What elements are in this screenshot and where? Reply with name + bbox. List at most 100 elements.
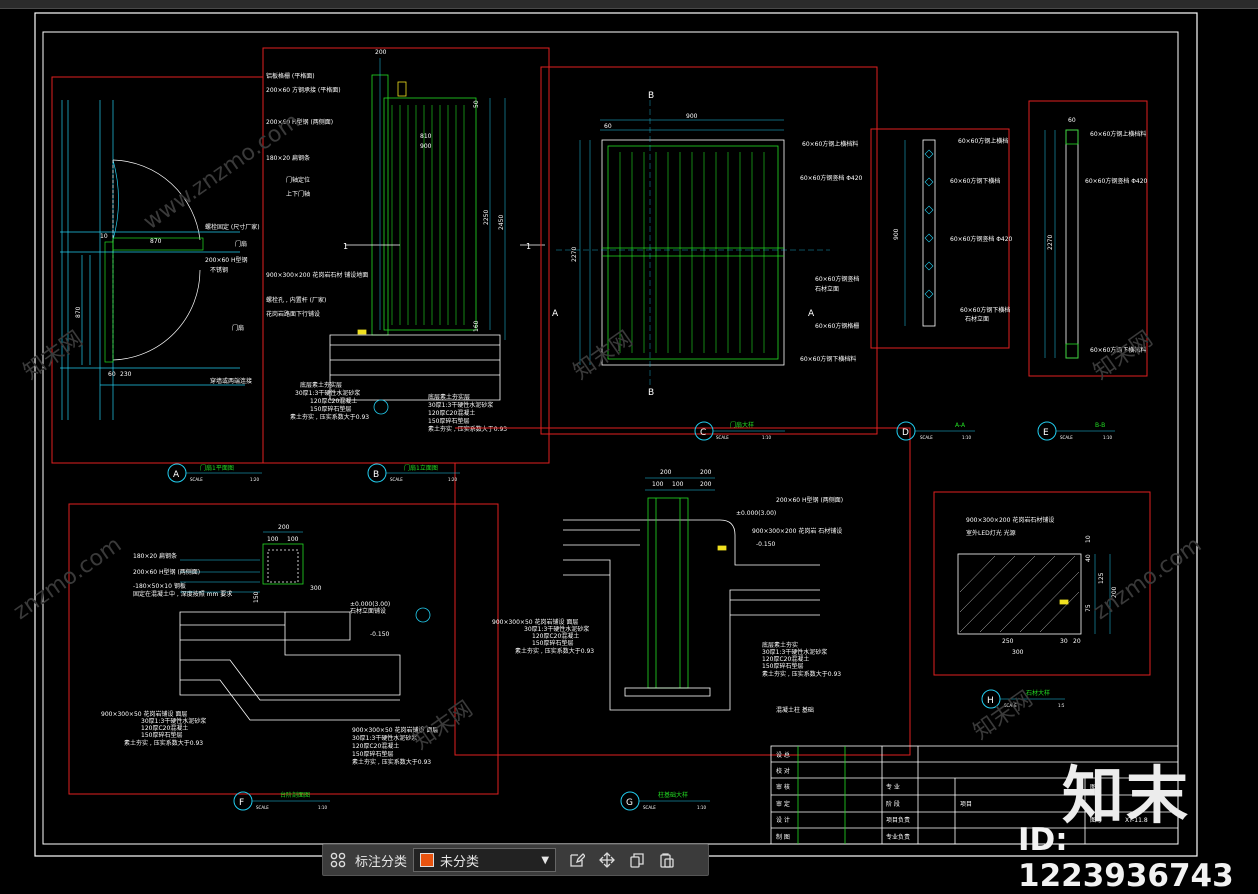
detail-c-letter: C — [700, 428, 706, 438]
h-dim-20: 20 — [1073, 638, 1081, 645]
tb-row-5: 制 图 — [776, 833, 790, 841]
b-right-note-3: 150厚碎石垫层 — [428, 417, 469, 425]
paste-icon[interactable] — [652, 845, 682, 875]
f-note-4: 石材立面铺设 — [350, 607, 386, 615]
b-dim-900: 900 — [420, 143, 432, 150]
detail-a-scale: 1:20 — [250, 477, 259, 482]
b-note-0: 铝板格栅 (平格面) — [266, 72, 315, 80]
edit-icon[interactable] — [562, 845, 592, 875]
detail-f-scale: 1:10 — [318, 805, 327, 810]
watermark-url-1: www.znzmo.com — [139, 109, 304, 235]
b-note-3: 180×20 扁钢条 — [266, 154, 310, 162]
copy-icon[interactable] — [622, 845, 652, 875]
f-bottom-note-2: 120厚C20混凝土 — [141, 724, 188, 732]
b-note-8: 花岗岩路面下行铺设 — [266, 310, 320, 318]
h-note-0: 900×300×200 花岗岩石材铺设 — [966, 516, 1054, 524]
detail-d-frame — [870, 128, 1010, 349]
detail-h-drawing — [957, 553, 1111, 635]
b-dim-160: 160 — [473, 320, 480, 332]
b-note-1: 200×60 方钢承接 (平格面) — [266, 86, 341, 94]
b-dim-top: 200 — [375, 49, 387, 56]
detail-h-title: 石材大样 — [1026, 689, 1050, 697]
f-note-0: 180×20 扁钢条 — [133, 552, 177, 560]
h-dim-300: 300 — [1012, 649, 1024, 656]
b-note-5: 上下门轴 — [286, 190, 310, 198]
window-top-strip — [0, 0, 1258, 9]
detail-h-letter: H — [987, 696, 994, 706]
detail-e-title: B-B — [1095, 422, 1105, 429]
watermark-url-3: znzmo.com — [1089, 532, 1206, 624]
g-left-note-0: 900×300×50 花岗岩铺设 面层 — [492, 618, 578, 626]
c-note-5: 60×60方钢下横档料 — [800, 355, 856, 363]
d-note-0: 60×60方钢上横档 — [958, 137, 1008, 145]
detail-b-frame — [262, 47, 550, 464]
category-select[interactable]: 未分类 ▼ — [413, 848, 557, 872]
f-right-note-3: 150厚碎石垫层 — [352, 750, 393, 758]
f-right-note-1: 30厚1:3干硬性水泥砂浆 — [352, 734, 417, 742]
f-note-2: -180×50×10 钢板 — [133, 582, 186, 590]
f-dim-200: 200 — [278, 524, 290, 531]
detail-g-title: 柱基础大样 — [658, 791, 688, 799]
b-bottom-note-4: 素土夯实 , 压实系数大于0.93 — [290, 413, 369, 421]
b-dim-810: 810 — [420, 133, 432, 140]
g-right-note-5: 混凝土柱 基础 — [776, 706, 814, 714]
h-dim-200: 200 — [1111, 586, 1118, 598]
tb-row-0: 设 总 — [776, 751, 790, 759]
c-note-4: 60×60方钢格栅 — [815, 322, 859, 330]
tb-mid-2: 项目负责 — [886, 816, 910, 824]
h-dim-75: 75 — [1085, 604, 1092, 612]
detail-e-scale: 1:10 — [1103, 435, 1112, 440]
f-right-note-0: 900×300×50 花岗岩铺设 面层 — [352, 726, 438, 734]
detail-f-letter: F — [239, 798, 244, 808]
detail-g-scale: 1:10 — [697, 805, 706, 810]
detail-h-frame — [933, 491, 1151, 676]
b-dim-50: 50 — [473, 100, 480, 108]
tb-drawing-no: XT-11.8 — [1125, 817, 1148, 824]
tb-mid-1: 阶 段 — [886, 800, 900, 808]
chevron-down-icon: ▼ — [541, 854, 550, 866]
h-dim-125: 125 — [1098, 572, 1105, 584]
detail-e-letter: E — [1043, 428, 1049, 438]
detail-c-scale-label: SCALE — [716, 435, 729, 440]
e-note-2: 60×60方钢下横档料 — [1090, 346, 1146, 354]
f-dim-100b: 100 — [287, 536, 299, 543]
grid-icon[interactable] — [323, 845, 353, 875]
a-note-1: 门扇 — [235, 240, 247, 248]
b-dim-2250: 2250 — [483, 210, 490, 225]
f-bottom-note-0: 900×300×50 花岗岩铺设 面层 — [101, 710, 187, 718]
b-bottom-note-0: 底层素土夯实层 — [300, 381, 342, 389]
move-icon[interactable] — [592, 845, 622, 875]
d-note-4: 石材立面 — [965, 315, 989, 323]
g-right-note-2: 120厚C20混凝土 — [762, 655, 809, 663]
g-left-note-3: 150厚碎石垫层 — [532, 639, 573, 647]
g-elev-1: ±0.000(3.00) — [736, 510, 776, 517]
g-left-note-1: 30厚1:3干硬性水泥砂浆 — [524, 625, 589, 633]
watermark-cn-4: 知末网 — [569, 327, 637, 385]
detail-e-frame — [1028, 100, 1148, 377]
b-note-4: 门轴定位 — [286, 176, 310, 184]
b-section-1b: 1 — [526, 242, 531, 251]
detail-e-drawing — [1044, 129, 1079, 359]
b-bottom-note-1: 30厚1:3干硬性水泥砂浆 — [295, 389, 360, 397]
c-mark-b2: B — [648, 388, 654, 398]
tb-row-2: 审 核 — [776, 783, 790, 791]
detail-c-drawing — [556, 100, 830, 385]
g-dim-200a: 200 — [660, 469, 672, 476]
detail-f-frame — [68, 503, 499, 795]
detail-b-letter: B — [373, 470, 379, 480]
f-right-note-2: 120厚C20混凝土 — [352, 742, 399, 750]
detail-d-drawing — [904, 139, 936, 327]
f-note-1: 200×60 H型钢 (两侧面) — [133, 568, 200, 576]
g-left-note-2: 120厚C20混凝土 — [532, 632, 579, 640]
detail-a-drawing — [60, 100, 245, 420]
watermark-cn-3: 知末网 — [969, 687, 1037, 745]
b-dim-2450: 2450 — [498, 215, 505, 230]
a-dim-870b: 870 — [75, 306, 82, 318]
detail-d-title: A-A — [955, 422, 966, 429]
detail-c-title: 门扇大样 — [730, 421, 754, 429]
h-dim-10: 10 — [1085, 535, 1092, 543]
detail-h-scale-label: SCALE — [1004, 703, 1017, 708]
detail-e-scale-label: SCALE — [1060, 435, 1073, 440]
b-note-7: 螺栓孔 , 内置杆 (厂家) — [266, 296, 326, 304]
